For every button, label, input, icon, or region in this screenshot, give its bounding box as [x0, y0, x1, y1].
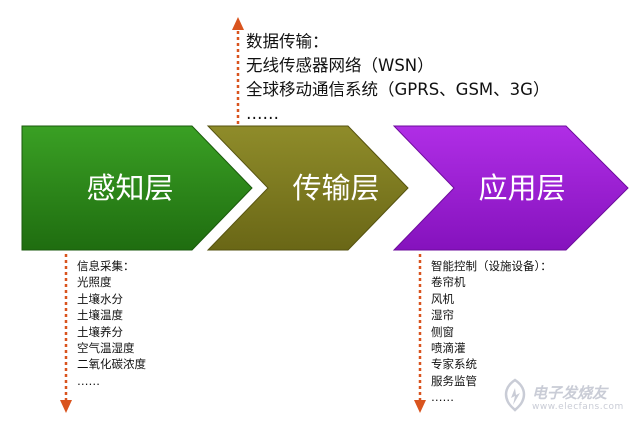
list-item: ……: [431, 390, 454, 405]
info-collection-list: 信息采集： 光照度 土壤水分 土壤温度 土壤养分 空气温湿度 二氧化碳浓度 ……: [77, 258, 146, 389]
data-transmission-item: ……: [246, 104, 279, 123]
data-transmission-item: 无线传感器网络（WSN）: [246, 56, 434, 75]
application-label: 应用层: [478, 171, 565, 205]
right-down-arrowhead-icon: [414, 400, 426, 413]
chevron-transport: 传输层: [206, 125, 409, 251]
watermark-brand: 电子发烧友: [532, 384, 608, 402]
list-item: ……: [77, 373, 100, 388]
chevron-application: 应用层: [392, 125, 629, 251]
data-transmission-item: 全球移动通信系统（GPRS、GSM、3G）: [246, 80, 550, 99]
transport-label: 传输层: [292, 171, 379, 205]
data-transmission-title: 数据传输：: [246, 32, 329, 51]
left-down-arrowhead-icon: [60, 400, 72, 413]
up-arrowhead-icon: [232, 17, 244, 30]
list-item: 湿帘: [431, 308, 454, 323]
list-item: 土壤温度: [77, 308, 123, 323]
list-item: 光照度: [77, 275, 112, 290]
list-item: 服务监管: [431, 373, 477, 388]
data-transmission-block: 数据传输： 无线传感器网络（WSN） 全球移动通信系统（GPRS、GSM、3G）…: [246, 30, 549, 126]
list-item: 喷滴灌: [431, 341, 466, 356]
info-collection-title: 信息采集：: [77, 259, 135, 273]
watermark-url: www.elecfans.com: [532, 402, 624, 412]
smart-control-list: 智能控制（设施设备）： 卷帘机 风机 湿帘 侧窗 喷滴灌 专家系统 服务监管 ……: [431, 258, 552, 406]
chevron-perception: 感知层: [21, 125, 253, 251]
perception-label: 感知层: [86, 171, 173, 205]
list-item: 土壤水分: [77, 291, 123, 306]
list-item: 卷帘机: [431, 275, 466, 290]
smart-control-title: 智能控制（设施设备）：: [431, 259, 552, 273]
watermark-logo-icon: [504, 378, 526, 412]
list-item: 空气温湿度: [77, 341, 135, 356]
list-item: 侧窗: [431, 324, 454, 339]
list-item: 土壤养分: [77, 324, 123, 339]
list-item: 二氧化碳浓度: [77, 357, 146, 372]
list-item: 风机: [431, 291, 454, 306]
list-item: 专家系统: [431, 357, 477, 372]
